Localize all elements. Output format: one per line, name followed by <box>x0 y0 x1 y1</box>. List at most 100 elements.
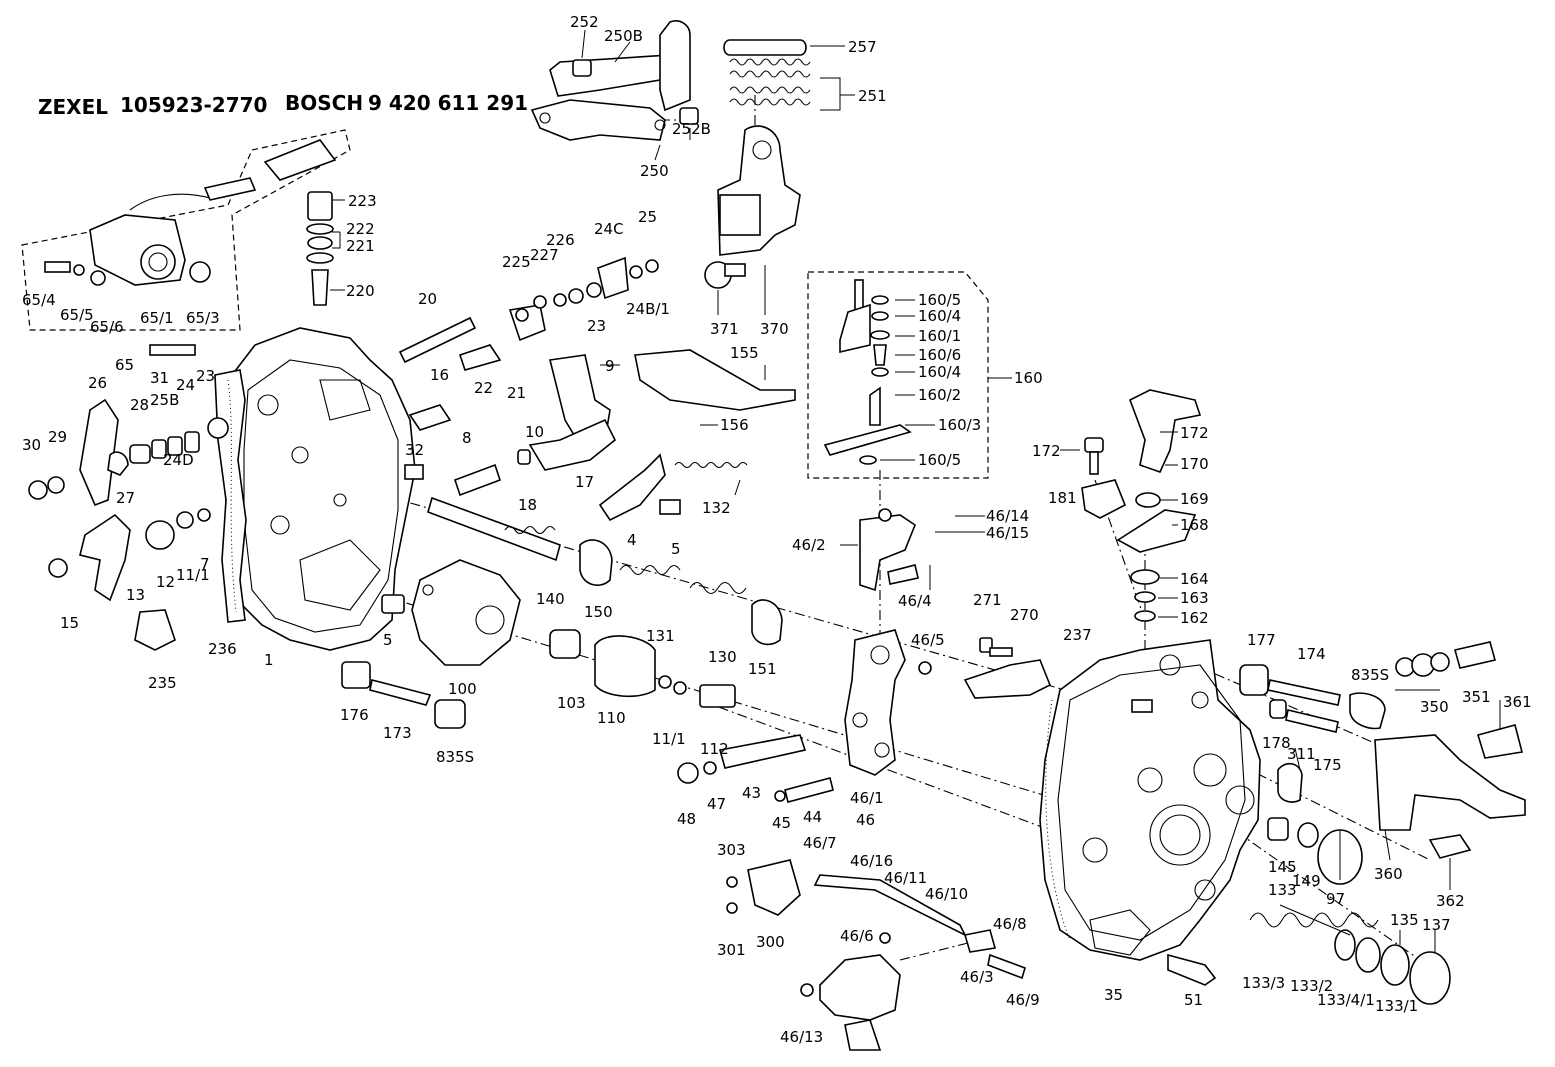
springs-251-257 <box>723 39 811 106</box>
callout-150: 150 <box>584 603 613 621</box>
callout-47: 47 <box>707 795 726 813</box>
callout-362: 362 <box>1436 892 1465 910</box>
callout-1: 1 <box>264 651 274 669</box>
callout-236: 236 <box>208 640 237 658</box>
callout-140: 140 <box>536 590 565 608</box>
callout-46-5: 46/5 <box>911 631 945 649</box>
lever-270 <box>963 637 1052 699</box>
callout-175: 175 <box>1313 756 1342 774</box>
left-levers <box>28 344 229 651</box>
callout-16: 16 <box>430 366 449 384</box>
right-upper-parts <box>1081 389 1202 622</box>
callout-360: 360 <box>1374 865 1403 883</box>
callout-46-16: 46/16 <box>850 852 893 870</box>
callout-160-3: 160/3 <box>938 416 981 434</box>
callout-133-2: 133/2 <box>1290 977 1333 995</box>
callout-10: 10 <box>525 423 544 441</box>
callout-135: 135 <box>1390 911 1419 929</box>
upper-small-parts <box>398 256 796 522</box>
callout-252B: 252B <box>672 120 711 138</box>
callout-163: 163 <box>1180 589 1209 607</box>
callout-46-9: 46/9 <box>1006 991 1040 1009</box>
callout-257: 257 <box>848 38 877 56</box>
callout-131: 131 <box>646 627 675 645</box>
callout-145: 145 <box>1268 858 1297 876</box>
callout-45: 45 <box>772 814 791 832</box>
callout-160-4-bottom: 160/4 <box>918 363 961 381</box>
callout-133-4-1: 133/4/1 <box>1317 991 1375 1009</box>
callout-221: 221 <box>346 237 375 255</box>
callout-160-2: 160/2 <box>918 386 961 404</box>
solenoid-group-65 <box>44 139 337 286</box>
callout-5-lower: 5 <box>383 631 393 649</box>
callout-46-7: 46/7 <box>803 834 837 852</box>
callout-311: 311 <box>1287 745 1316 763</box>
callout-371: 371 <box>710 320 739 338</box>
callout-178: 178 <box>1262 734 1291 752</box>
callout-137: 137 <box>1422 916 1451 934</box>
callout-160-5-bottom: 160/5 <box>918 451 961 469</box>
callout-303: 303 <box>717 841 746 859</box>
callout-44: 44 <box>803 808 822 826</box>
callout-46-13: 46/13 <box>780 1028 823 1046</box>
callout-130: 130 <box>708 648 737 666</box>
callout-11-1-lower: 11/1 <box>652 730 686 748</box>
callout-112: 112 <box>700 740 729 758</box>
callout-24B-1: 24B/1 <box>626 300 670 318</box>
callout-250B: 250B <box>604 27 643 45</box>
callout-46: 46 <box>856 811 875 829</box>
callout-361: 361 <box>1503 693 1532 711</box>
callout-8: 8 <box>462 429 472 447</box>
callout-301: 301 <box>717 941 746 959</box>
callout-46-15: 46/15 <box>986 524 1029 542</box>
callout-164: 164 <box>1180 570 1209 588</box>
callout-65-3: 65/3 <box>186 309 220 327</box>
callout-22: 22 <box>474 379 493 397</box>
callout-23-left: 23 <box>196 367 215 385</box>
callout-181: 181 <box>1048 489 1077 507</box>
callout-155: 155 <box>730 344 759 362</box>
callout-351: 351 <box>1462 688 1491 706</box>
callout-226: 226 <box>546 231 575 249</box>
callout-172-left: 172 <box>1032 442 1061 460</box>
callout-21: 21 <box>507 384 526 402</box>
callout-168: 168 <box>1180 516 1209 534</box>
callout-156: 156 <box>720 416 749 434</box>
callout-160-1: 160/1 <box>918 327 961 345</box>
callout-270: 270 <box>1010 606 1039 624</box>
bosch-part-number: 9 420 611 291 <box>368 91 528 115</box>
right-side-parts <box>1239 641 1526 885</box>
callout-160-5-top: 160/5 <box>918 291 961 309</box>
callout-133-1: 133/1 <box>1375 997 1418 1015</box>
callout-177: 177 <box>1247 631 1276 649</box>
stack-220-223 <box>306 191 334 306</box>
callout-32: 32 <box>405 441 424 459</box>
callout-46-14: 46/14 <box>986 507 1029 525</box>
callout-13: 13 <box>126 586 145 604</box>
linkage-250 <box>530 20 699 141</box>
callout-46-1: 46/1 <box>850 789 884 807</box>
callout-46-3: 46/3 <box>960 968 994 986</box>
callout-149: 149 <box>1292 872 1321 890</box>
bottom-center-parts <box>726 859 1026 1051</box>
callout-151: 151 <box>748 660 777 678</box>
callout-35: 35 <box>1104 986 1123 1004</box>
callout-27: 27 <box>116 489 135 507</box>
callout-350: 350 <box>1420 698 1449 716</box>
group-65-outline <box>21 129 351 331</box>
callout-160: 160 <box>1014 369 1043 387</box>
callout-235: 235 <box>148 674 177 692</box>
callout-46-11: 46/11 <box>884 869 927 887</box>
callout-65-6: 65/6 <box>90 318 124 336</box>
zexel-part-number: 105923-2770 <box>120 93 267 117</box>
group-160-parts <box>823 279 912 465</box>
shaft-and-springs <box>427 496 783 646</box>
bottom-right-springs <box>1249 912 1451 1005</box>
callout-46-4: 46/4 <box>898 592 932 610</box>
callout-169: 169 <box>1180 490 1209 508</box>
callout-225: 225 <box>502 253 531 271</box>
callout-43: 43 <box>742 784 761 802</box>
callout-30: 30 <box>22 436 41 454</box>
callout-220: 220 <box>346 282 375 300</box>
